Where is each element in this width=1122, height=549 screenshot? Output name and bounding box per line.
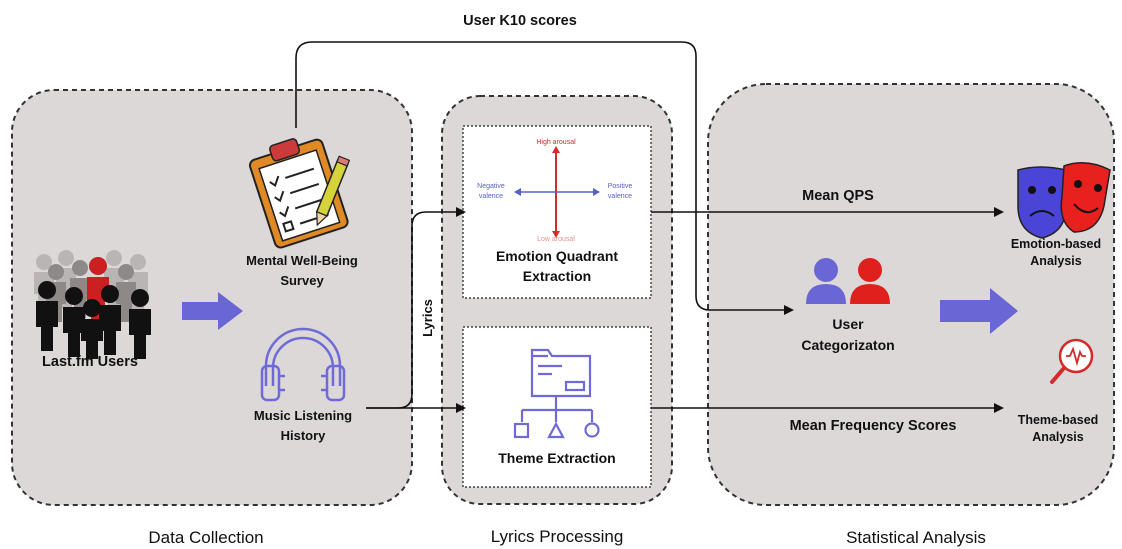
emotion-analysis-label: Emotion-based (1011, 237, 1101, 251)
masks-icon (1017, 162, 1111, 239)
history-label: Music Listening (254, 408, 352, 423)
lyrics-label: Lyrics (420, 299, 435, 337)
user-categorization-label: User (832, 316, 864, 332)
data-collection-title: Data Collection (148, 528, 263, 547)
high-arousal-label: High arousal (536, 139, 576, 146)
headphones-icon (260, 327, 346, 402)
history-label-2: History (281, 428, 327, 443)
theme-analysis-label: Theme-based (1018, 413, 1099, 427)
k10-label: User K10 scores (463, 13, 577, 29)
pencil-icon (315, 155, 351, 227)
categorization-arrow-icon (940, 288, 1018, 334)
survey-label: Mental Well-Being (246, 253, 358, 268)
positive-valence-label: Positive (608, 183, 633, 190)
mean-frequency-label: Mean Frequency Scores (790, 418, 957, 434)
emotion-analysis-label-2: Analysis (1030, 254, 1081, 268)
negative-valence-label: Negative (477, 183, 505, 190)
k10-connector (295, 41, 794, 315)
theme-analysis-label-2: Analysis (1032, 430, 1083, 444)
users-label: Last.fm Users (42, 354, 138, 370)
positive-valence-label-2: valence (608, 193, 632, 200)
mean-qps-label: Mean QPS (802, 188, 874, 204)
statistical-analysis-title: Statistical Analysis (846, 528, 986, 547)
low-arousal-label: Low arousal (537, 236, 575, 243)
emotion-extraction-label: Emotion Quadrant (496, 248, 618, 264)
magnifier-icon (1050, 338, 1094, 384)
users-icon (806, 258, 890, 304)
flow-arrow-icon (182, 292, 243, 330)
theme-extraction-label: Theme Extraction (498, 450, 615, 466)
user-categorization-label-2: Categorizaton (801, 337, 894, 353)
emotion-extraction-label-2: Extraction (523, 268, 591, 284)
lyrics-processing-title: Lyrics Processing (491, 527, 624, 546)
negative-valence-label-2: valence (479, 193, 503, 200)
emotion-quadrant-icon: High arousal Low arousal Negative valenc… (477, 139, 632, 243)
survey-label-2: Survey (280, 273, 324, 288)
statistical-analysis-panel (707, 83, 1115, 506)
folder-tree-icon (513, 348, 600, 439)
people-icon (34, 250, 151, 359)
